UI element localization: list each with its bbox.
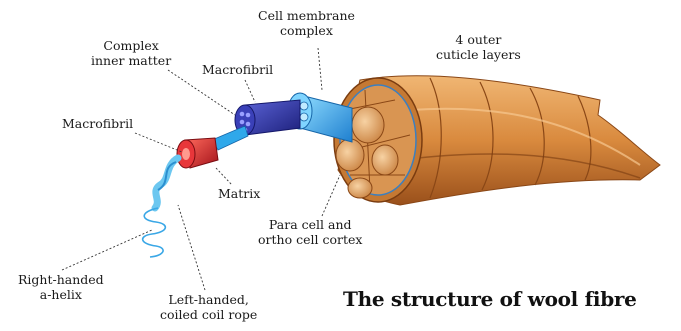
- label-line: coiled coil rope: [160, 307, 257, 322]
- label-right-handed-helix: Right-handed a-helix: [18, 272, 104, 302]
- label-line: Macrofibril: [62, 116, 133, 131]
- label-line: Left-handed,: [160, 292, 257, 307]
- label-line: cuticle layers: [436, 47, 521, 62]
- label-line: inner matter: [91, 53, 171, 68]
- label-macrofibril-upper: Macrofibril: [202, 62, 273, 77]
- leader-lines: [62, 48, 340, 290]
- label-line: Macrofibril: [202, 62, 273, 77]
- label-line: Complex: [91, 38, 171, 53]
- label-line: Matrix: [218, 186, 260, 201]
- label-macrofibril-left: Macrofibril: [62, 116, 133, 131]
- matrix-red: [177, 138, 218, 168]
- label-matrix: Matrix: [218, 186, 260, 201]
- label-line: ortho cell cortex: [258, 232, 362, 247]
- label-line: Cell membrane: [258, 8, 355, 23]
- label-para-ortho-cortex: Para cell and ortho cell cortex: [258, 217, 362, 247]
- diagram-title: The structure of wool fibre: [343, 287, 637, 311]
- label-left-handed-rope: Left-handed, coiled coil rope: [160, 292, 257, 322]
- coiled-coil-rope: [155, 158, 178, 208]
- label-line: a-helix: [18, 287, 104, 302]
- label-line: Para cell and: [258, 217, 362, 232]
- label-line: Right-handed: [18, 272, 104, 287]
- label-cell-membrane-complex: Cell membrane complex: [258, 8, 355, 38]
- label-complex-inner-matter: Complex inner matter: [91, 38, 171, 68]
- microfibril-connector: [212, 126, 248, 150]
- label-line: 4 outer: [436, 32, 521, 47]
- label-outer-cuticle-layers: 4 outer cuticle layers: [436, 32, 521, 62]
- label-line: complex: [258, 23, 355, 38]
